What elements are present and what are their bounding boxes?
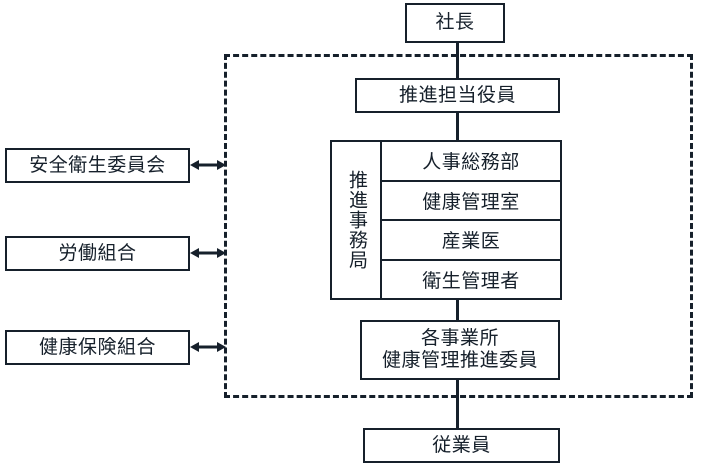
double-arrow-health-insurance-association [190,339,226,355]
double-arrow-labor-union [190,245,226,261]
box-labor-union[interactable]: 労働組合 [5,236,190,271]
group-promotion-office: 推進事務局 人事総務部 健康管理室 産業医 衛生管理者 [330,140,562,300]
connector-president-to-officer [456,43,459,78]
group-label-promotion-office: 推進事務局 [332,142,382,298]
group-row-list: 人事総務部 健康管理室 産業医 衛生管理者 [382,142,560,298]
box-president[interactable]: 社長 [405,3,505,43]
connector-officer-to-office-group [456,113,459,140]
double-arrow-safety-health-committee [190,157,226,173]
site-committee-line2: 健康管理推進委員 [381,349,538,371]
group-row-hr-general-affairs[interactable]: 人事総務部 [382,142,560,182]
group-row-health-management-office[interactable]: 健康管理室 [382,182,560,221]
box-safety-health-committee[interactable]: 安全衛生委員会 [5,148,190,183]
site-committee-line1: 各事業所 [420,327,499,350]
box-health-insurance-association[interactable]: 健康保険組合 [5,330,190,365]
group-row-occupational-physician[interactable]: 産業医 [382,221,560,261]
group-label-text: 推進事務局 [345,170,368,270]
box-promotion-officer[interactable]: 推進担当役員 [355,78,560,113]
connector-office-group-to-site-committee [456,300,459,320]
box-employees[interactable]: 従業員 [363,428,560,463]
connector-site-committee-to-employees [456,380,459,428]
box-site-health-committee[interactable]: 各事業所 健康管理推進委員 [360,320,560,380]
group-row-health-supervisor[interactable]: 衛生管理者 [422,269,520,292]
